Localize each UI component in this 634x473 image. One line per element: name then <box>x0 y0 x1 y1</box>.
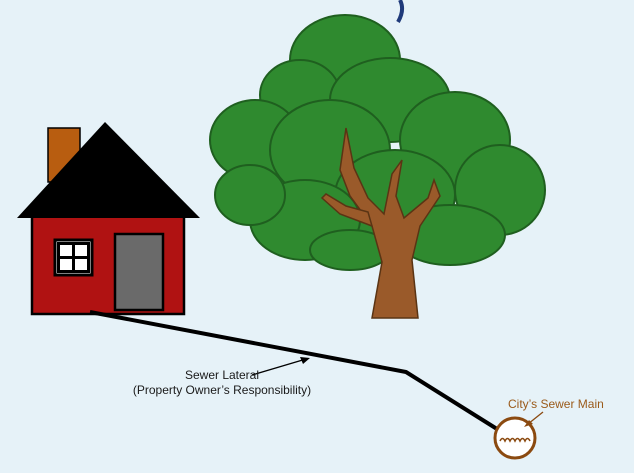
tree-illustration <box>210 15 545 318</box>
main-pointer-arrow <box>524 412 543 427</box>
top-accent-arc <box>398 0 402 22</box>
sewer-lateral-label: Sewer Lateral (Property Owner’s Responsi… <box>92 368 352 398</box>
house-window <box>55 240 92 275</box>
house-illustration <box>17 122 200 314</box>
house-roof <box>17 122 200 218</box>
sewer-lateral-title: Sewer Lateral <box>92 368 352 383</box>
house-door <box>115 234 163 310</box>
city-sewer-main-label: City’s Sewer Main <box>508 397 604 412</box>
responsibility-note: (Property Owner’s Responsibility) <box>92 383 352 398</box>
